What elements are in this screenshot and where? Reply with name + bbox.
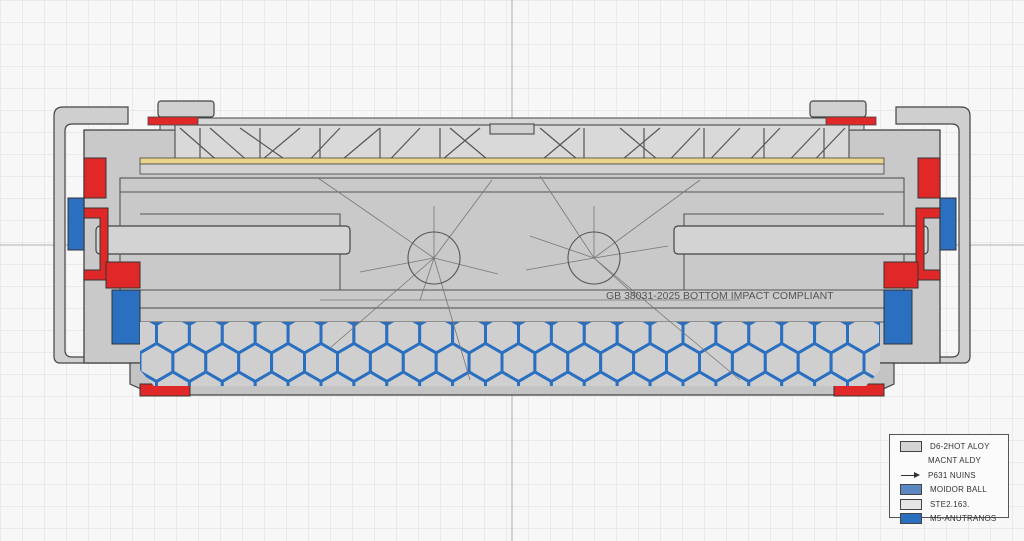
honeycomb-cell (418, 370, 455, 386)
honeycomb-cell (517, 370, 553, 386)
left-seal-assembly (67, 157, 191, 397)
honeycomb-cell (352, 370, 389, 386)
honeycomb-cell (451, 370, 487, 386)
side-beam-left (95, 225, 351, 255)
legend-swatch (900, 484, 922, 496)
honeycomb-cell (484, 370, 520, 386)
side-beam-right (673, 225, 929, 255)
honeycomb-cell (319, 370, 356, 386)
honeycomb-cell (253, 370, 290, 386)
honeycomb-cell (582, 370, 619, 386)
legend-label: P631 NUINS (928, 470, 976, 480)
honeycomb-cell (780, 370, 817, 386)
legend-label: STE2.163. (930, 499, 970, 509)
legend-label: MOIDOR BALL (930, 485, 987, 495)
legend-item: MOIDOR BALL (900, 483, 1002, 498)
honeycomb-cell (155, 370, 191, 386)
legend-label: D6-2HOT ALOY (930, 441, 990, 451)
right-seal-assembly (833, 157, 957, 397)
honeycomb-core (140, 322, 880, 386)
legend-item: P631 NUINS (900, 468, 1002, 483)
honeycomb-cell (385, 370, 422, 386)
impact-zone-circle-left (407, 231, 461, 285)
honeycomb-cell (220, 370, 257, 386)
legend: D6-2HOT ALOY MACNT ALDY P631 NUINS MOIDOR B… (889, 434, 1009, 525)
cell-strip (139, 157, 885, 175)
honeycomb-cell (549, 370, 586, 386)
legend-item: M5-ANUTRANOS (900, 512, 1002, 527)
legend-item: MACNT ALDY (900, 454, 1002, 469)
legend-swatch-empty (900, 456, 920, 465)
top-bracket-right (809, 100, 877, 126)
legend-label: MACNT ALDY (928, 456, 981, 466)
legend-item: D6-2HOT ALOY (900, 439, 1002, 454)
legend-item: STE2.163. (900, 497, 1002, 512)
honeycomb-cell (714, 370, 751, 386)
legend-swatch (900, 513, 922, 525)
honeycomb-cell (747, 370, 784, 386)
honeycomb-cell (187, 370, 224, 386)
honeycomb-cell (813, 370, 849, 386)
honeycomb-cell (286, 370, 323, 386)
legend-arrow-icon (900, 471, 920, 480)
top-bracket-left (147, 100, 215, 126)
legend-label: M5-ANUTRANOS (930, 514, 997, 524)
compliance-annotation: GB 38031-2025 BOTTOM IMPACT COMPLIANT (606, 290, 834, 302)
impact-zone-circle-right (567, 231, 621, 285)
legend-swatch (900, 440, 922, 452)
legend-swatch (900, 498, 922, 510)
honeycomb-cell (615, 370, 652, 386)
honeycomb-cell (681, 370, 718, 386)
honeycomb-cell (648, 370, 685, 386)
